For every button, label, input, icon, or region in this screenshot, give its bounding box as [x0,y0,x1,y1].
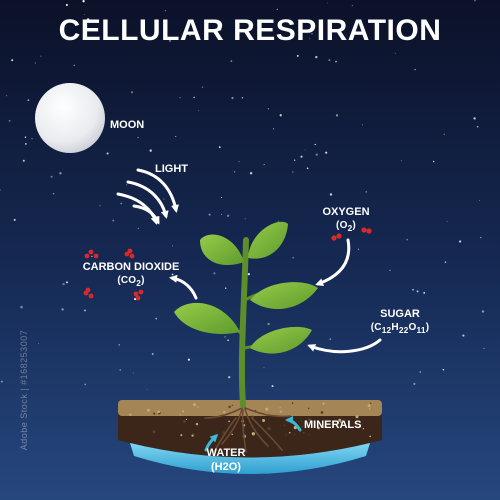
plant-roots [204,404,291,453]
oxygen-arrow [315,238,351,287]
sugar-formula-carbon-subscript: 12 [381,325,392,335]
water-label-block: WATER (H2O) [196,446,256,474]
page-title: CELLULAR RESPIRATION [58,14,442,47]
carbon-dioxide-molecule-icon [83,248,144,301]
molecule-icons [83,227,372,301]
oxygen-formula-element: O [339,220,348,231]
ground [118,400,382,474]
plant-leaves [174,221,318,354]
sugar-formula-hydrogen-subscript: 22 [398,325,409,335]
minerals-label: MINERALS [304,419,362,431]
sugar-formula-oxygen: O [408,322,417,333]
sugar-formula-open: ( [370,322,375,333]
co2-formula-subscript: 2 [136,278,142,288]
sugar-formula-hydrogen: H [391,322,399,333]
sugar-formula: (C12H22O11) [352,321,448,337]
oxygen-label-block: OXYGEN (O2) [316,205,376,235]
leaf [250,282,318,310]
stars [0,0,485,390]
sugar-arrow [307,338,382,354]
carbon-dioxide-label: CARBON DIOXIDE [82,261,180,273]
water-formula: (H2O) [211,461,241,473]
carbon-dioxide-arrow [169,274,198,300]
underground-water [130,443,370,474]
sugar-formula-close: ) [425,322,430,333]
sugar-formula-carbon: C [374,322,382,333]
light-rays-icon [116,168,179,225]
co2-formula-element: CO [120,275,137,286]
stock-watermark: Adobe Stock | #168253007 [19,329,30,451]
oxygen-label: OXYGEN [322,206,370,218]
co2-formula-close: ) [141,275,145,286]
leaf [174,302,240,334]
process-arrows [169,238,382,452]
oxygen-molecule-icon [331,227,372,241]
water-label: WATER [206,447,246,459]
light-label: LIGHT [155,163,188,175]
oxygen-formula: (O2) [316,219,376,235]
minerals-arrow [285,416,302,432]
oxygen-formula-subscript: 2 [347,223,353,233]
oxygen-formula-close: ) [352,220,356,231]
carbon-dioxide-formula: (CO2) [66,274,196,290]
water-arrow [204,433,219,452]
carbon-dioxide-label-block: CARBON DIOXIDE (CO2) [66,260,196,290]
sugar-label-block: SUGAR (C12H22O11) [352,307,448,337]
leaf [200,234,244,266]
moon-icon [35,83,105,153]
sugar-formula-oxygen-subscript: 11 [416,325,426,335]
sugar-label: SUGAR [380,308,420,320]
moon-label: MOON [110,119,145,131]
leaf [248,221,288,259]
co2-formula-open: ( [117,275,121,286]
topsoil-layer [118,400,382,416]
oxygen-formula-open: ( [336,220,340,231]
leaf [250,326,312,354]
